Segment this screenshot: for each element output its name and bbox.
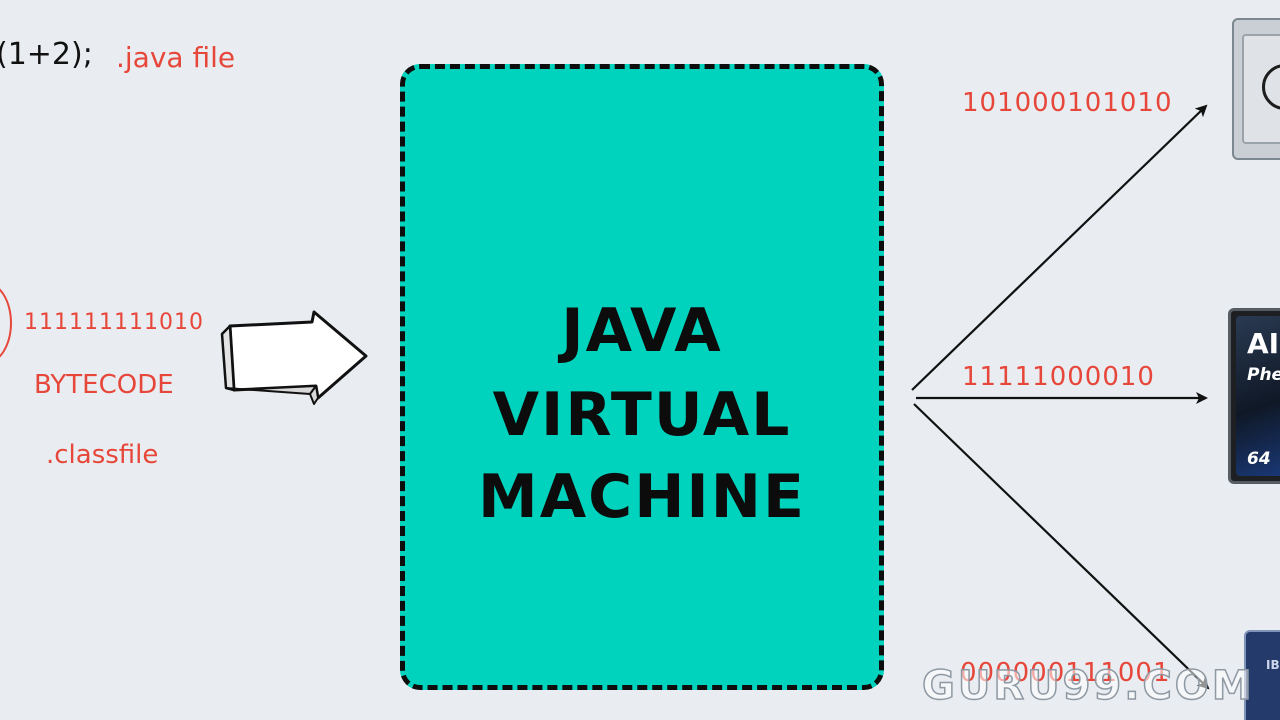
bytecode-label: BYTECODE — [34, 370, 174, 400]
jvm-box: JAVA VIRTUAL MACHINE — [400, 64, 884, 690]
source-code-fragment: (1+2); — [0, 37, 93, 72]
classfile-label: .classfile — [46, 440, 159, 470]
amd-bits-text: 64 — [1247, 449, 1271, 469]
intel-processor-icon — [1232, 18, 1280, 160]
amd-processor-icon: AI Phe 64 — [1228, 308, 1280, 484]
ibm-brand-text: IB — [1266, 658, 1280, 672]
jvm-title-line-1: JAVA — [561, 296, 723, 366]
amd-brand-text: AI — [1247, 327, 1280, 360]
java-file-label: .java file — [116, 41, 236, 74]
bytecode-bits: 111111111010 — [24, 310, 204, 335]
output-bits-bottom: 000000111001 — [960, 658, 1171, 688]
output-arrow-bottom — [913, 403, 1210, 690]
output-bits-top: 101000101010 — [962, 88, 1173, 118]
block-arrow-icon — [220, 310, 368, 405]
jvm-title-line-3: MACHINE — [478, 462, 806, 532]
output-bits-middle: 11111000010 — [962, 362, 1155, 392]
jvm-title-line-2: VIRTUAL — [492, 380, 792, 450]
watermark: GURU99.COM — [921, 663, 1255, 709]
ibm-processor-icon: IB — [1244, 630, 1280, 720]
amd-model-text: Phe — [1247, 365, 1280, 385]
output-arrow-top — [911, 104, 1208, 391]
amd-chip-face — [1236, 316, 1280, 476]
